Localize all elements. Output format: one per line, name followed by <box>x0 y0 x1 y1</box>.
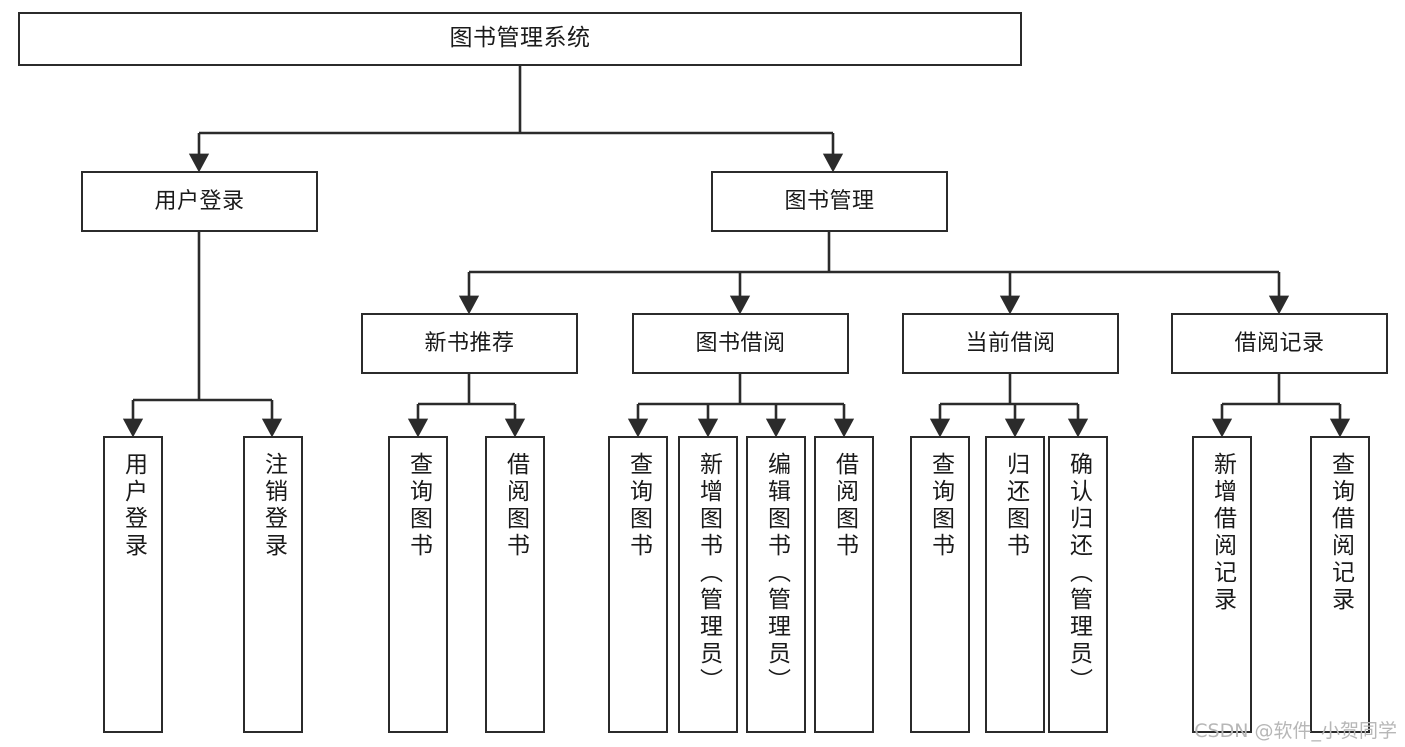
node-leaf-query-record-label: 查询借阅记录 <box>1327 452 1354 614</box>
node-leaf-query-book-1[interactable]: 查询图书 <box>388 436 448 733</box>
node-book-management-label: 图书管理 <box>784 188 875 214</box>
node-current-borrow[interactable]: 当前借阅 <box>902 313 1119 374</box>
node-leaf-confirm-return[interactable]: 确认归还（管理员） <box>1048 436 1108 733</box>
node-leaf-borrow-book-2[interactable]: 借阅图书 <box>814 436 874 733</box>
node-user-login[interactable]: 用户登录 <box>81 171 318 232</box>
node-book-borrow[interactable]: 图书借阅 <box>632 313 849 374</box>
node-book-borrow-label: 图书借阅 <box>695 330 786 356</box>
node-leaf-user-login[interactable]: 用户登录 <box>103 436 163 733</box>
node-leaf-borrow-book-1-label: 借阅图书 <box>502 452 529 560</box>
node-leaf-logout-login[interactable]: 注销登录 <box>243 436 303 733</box>
node-leaf-add-record-label: 新增借阅记录 <box>1209 452 1236 614</box>
node-leaf-query-book-3[interactable]: 查询图书 <box>910 436 970 733</box>
node-leaf-return-book[interactable]: 归还图书 <box>985 436 1045 733</box>
node-leaf-borrow-book-1[interactable]: 借阅图书 <box>485 436 545 733</box>
node-new-book-recommend-label: 新书推荐 <box>424 330 515 356</box>
node-book-management[interactable]: 图书管理 <box>711 171 948 232</box>
node-root-label: 图书管理系统 <box>449 25 591 52</box>
node-root[interactable]: 图书管理系统 <box>18 12 1022 66</box>
node-leaf-user-login-label: 用户登录 <box>120 452 147 560</box>
node-leaf-add-book[interactable]: 新增图书（管理员） <box>678 436 738 733</box>
node-leaf-add-book-label: 新增图书（管理员） <box>695 452 722 695</box>
node-leaf-query-record[interactable]: 查询借阅记录 <box>1310 436 1370 733</box>
node-leaf-logout-login-label: 注销登录 <box>260 452 287 560</box>
watermark: CSDN @软件_小贺同学 <box>1194 720 1397 742</box>
node-leaf-query-book-1-label: 查询图书 <box>405 452 432 560</box>
node-leaf-query-book-3-label: 查询图书 <box>927 452 954 560</box>
node-current-borrow-label: 当前借阅 <box>965 330 1056 356</box>
node-leaf-edit-book[interactable]: 编辑图书（管理员） <box>746 436 806 733</box>
node-leaf-add-record[interactable]: 新增借阅记录 <box>1192 436 1252 733</box>
node-borrow-record-label: 借阅记录 <box>1234 330 1325 356</box>
node-new-book-recommend[interactable]: 新书推荐 <box>361 313 578 374</box>
node-leaf-edit-book-label: 编辑图书（管理员） <box>763 452 790 695</box>
node-leaf-confirm-return-label: 确认归还（管理员） <box>1065 452 1092 695</box>
node-leaf-return-book-label: 归还图书 <box>1002 452 1029 560</box>
node-borrow-record[interactable]: 借阅记录 <box>1171 313 1388 374</box>
node-leaf-borrow-book-2-label: 借阅图书 <box>831 452 858 560</box>
node-leaf-query-book-2[interactable]: 查询图书 <box>608 436 668 733</box>
node-user-login-label: 用户登录 <box>154 188 245 214</box>
node-leaf-query-book-2-label: 查询图书 <box>625 452 652 560</box>
